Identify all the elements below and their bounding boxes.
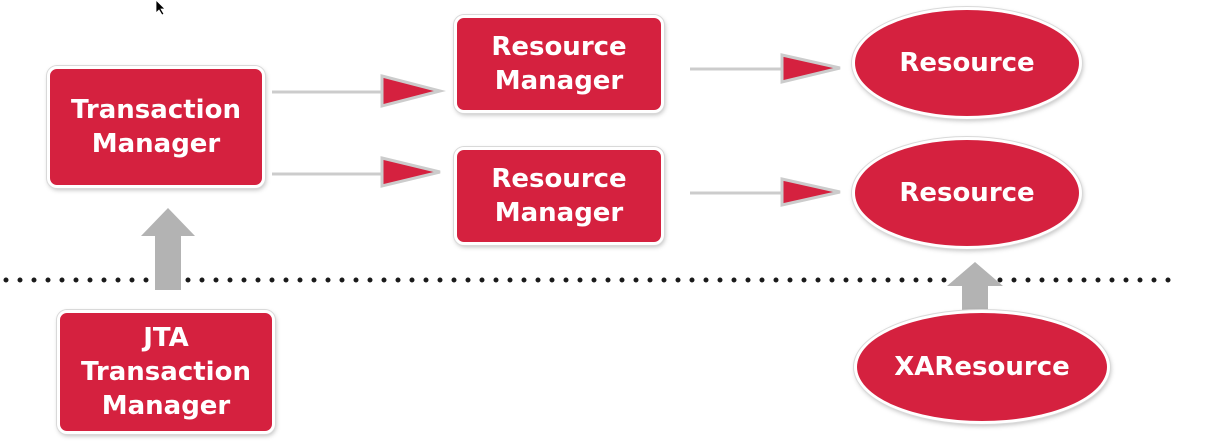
- up-arrow-jta-to-tm: [141, 208, 195, 290]
- arrow-tm-to-rm1: [272, 74, 446, 108]
- up-arrow-xaresource-to-resource: [947, 262, 1003, 310]
- arrow-rm1-to-resource1: [690, 53, 841, 84]
- resource-ellipse-2: Resource: [852, 137, 1082, 249]
- jta-transaction-manager-box: JTA Transaction Manager: [57, 310, 275, 434]
- xaresource-ellipse: XAResource: [854, 310, 1110, 424]
- mouse-cursor-icon: [156, 0, 166, 16]
- resource-manager-box-1: Resource Manager: [454, 15, 664, 113]
- resource-ellipse-1: Resource: [852, 7, 1082, 119]
- arrow-tm-to-rm2: [272, 156, 441, 188]
- transaction-manager-box: Transaction Manager: [47, 66, 265, 188]
- arrow-rm2-to-resource2: [690, 177, 841, 207]
- resource-manager-box-2: Resource Manager: [454, 147, 664, 245]
